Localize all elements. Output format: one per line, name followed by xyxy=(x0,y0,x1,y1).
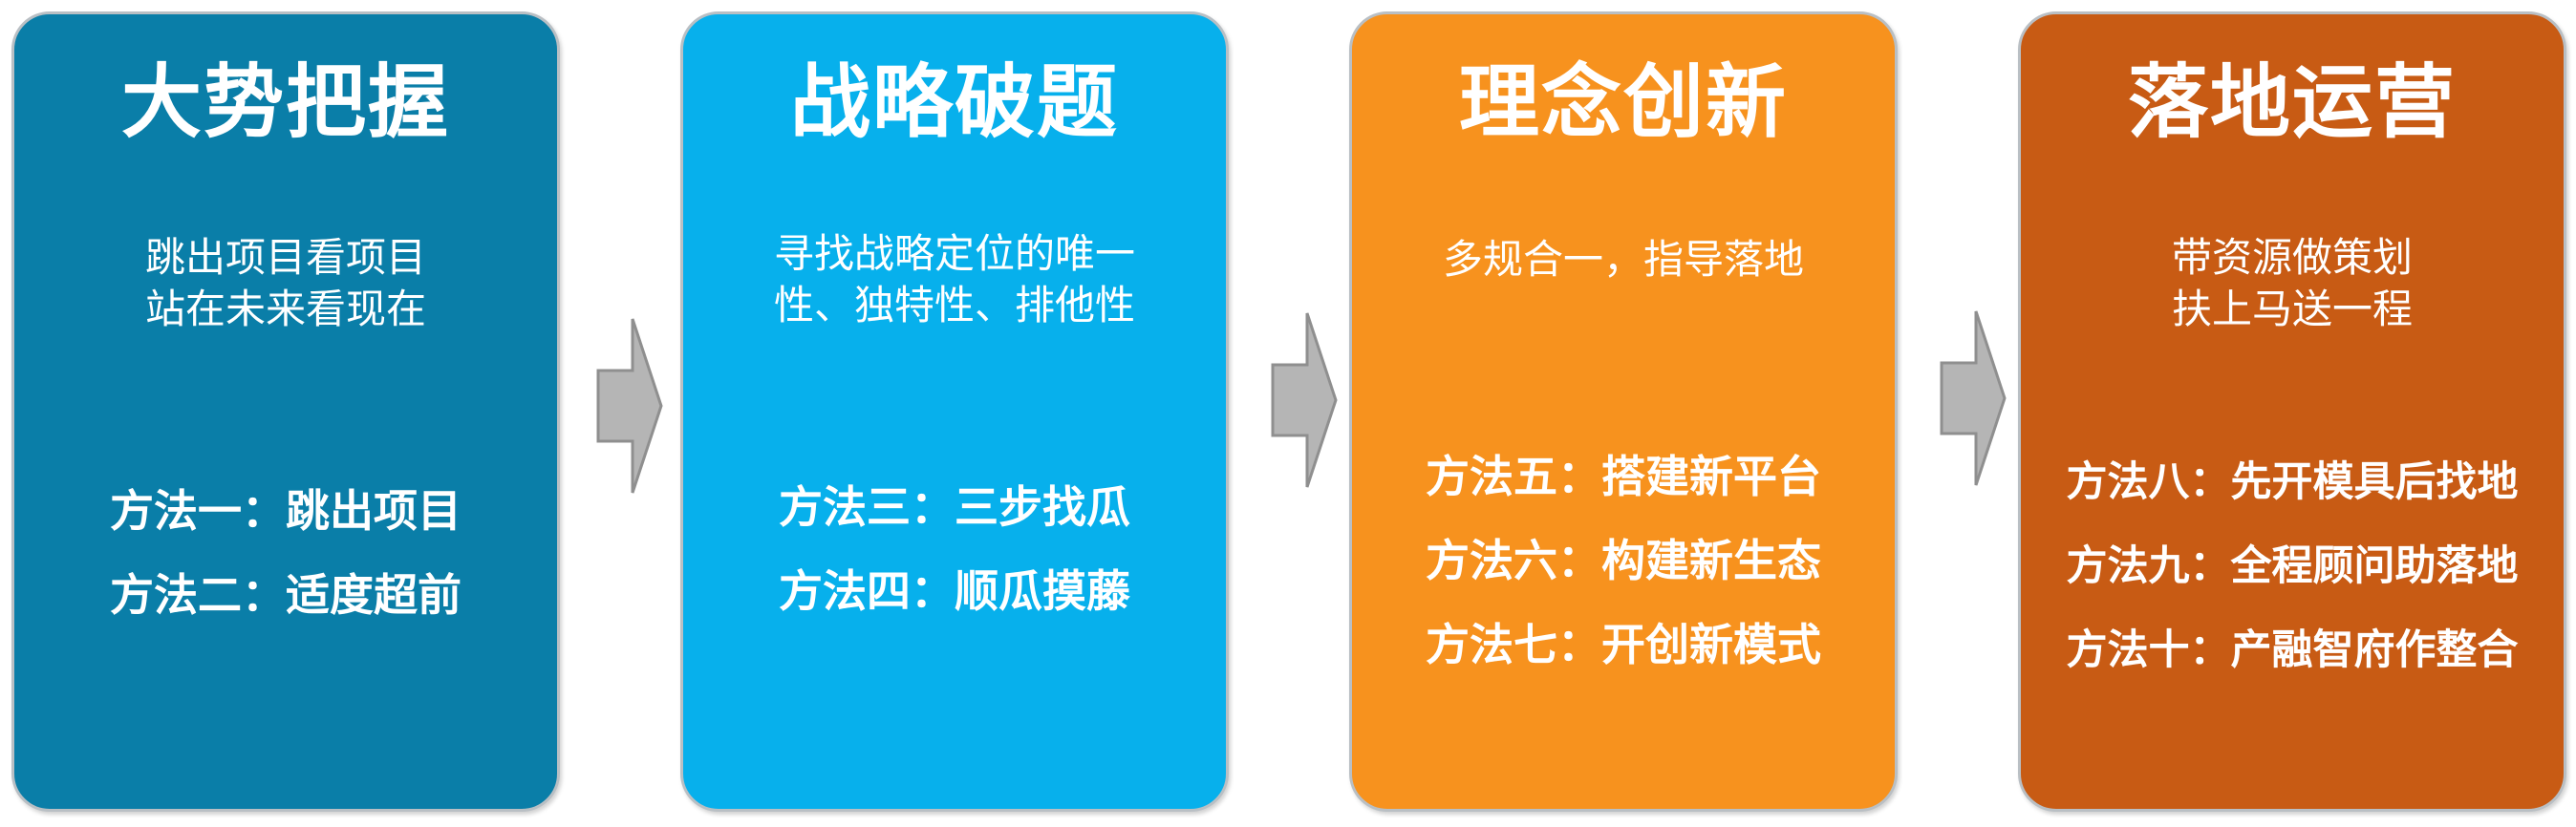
stage-card-1: 大势把握 跳出项目看项目 站在未来看现在 方法一：跳出项目 方法二：适度超前 xyxy=(11,11,560,812)
method-item: 方法四：顺瓜摸藤 xyxy=(779,565,1130,617)
method-list: 方法一：跳出项目 方法二：适度超前 xyxy=(14,469,557,637)
method-item: 方法二：适度超前 xyxy=(110,569,462,621)
stage-subtitle-line: 多规合一，指导落地 xyxy=(1442,236,1804,283)
stage-subtitle: 寻找战略定位的唯一 性、独特性、排他性 xyxy=(702,228,1207,331)
method-item: 方法九：全程顾问助落地 xyxy=(2066,542,2519,590)
method-item: 方法十：产融智府作整合 xyxy=(2066,626,2519,674)
method-item: 方法七：开创新模式 xyxy=(1426,619,1821,670)
method-item: 方法八：先开模具后找地 xyxy=(2066,458,2519,506)
chevron-right-arrow-icon xyxy=(596,318,663,494)
stage-subtitle-line: 性、独特性、排他性 xyxy=(773,282,1135,329)
stage-subtitle-line: 带资源做策划 xyxy=(2171,234,2413,281)
stage-subtitle: 多规合一，指导落地 xyxy=(1371,234,1876,286)
method-item: 方法六：构建新生态 xyxy=(1426,535,1821,586)
method-item: 方法三：三步找瓜 xyxy=(779,481,1130,533)
stage-card-2: 战略破题 寻找战略定位的唯一 性、独特性、排他性 方法三：三步找瓜 方法四：顺瓜… xyxy=(680,11,1229,812)
stage-subtitle-line: 站在未来看现在 xyxy=(144,286,426,332)
stage-subtitle-line: 扶上马送一程 xyxy=(2171,286,2413,332)
stage-subtitle-line: 跳出项目看项目 xyxy=(144,234,426,281)
stage-subtitle: 带资源做策划 扶上马送一程 xyxy=(2040,232,2544,335)
stage-title: 战略破题 xyxy=(789,55,1119,149)
stage-title: 落地运营 xyxy=(2127,55,2457,149)
method-item: 方法五：搭建新平台 xyxy=(1426,451,1821,502)
stage-subtitle-line: 寻找战略定位的唯一 xyxy=(773,230,1135,277)
chevron-right-arrow-icon xyxy=(1940,310,2007,486)
stage-subtitle: 跳出项目看项目 站在未来看现在 xyxy=(33,232,538,335)
stage-card-3: 理念创新 多规合一，指导落地 方法五：搭建新平台 方法六：构建新生态 方法七：开… xyxy=(1349,11,1898,812)
method-list: 方法五：搭建新平台 方法六：构建新生态 方法七：开创新模式 xyxy=(1352,435,1895,687)
method-list: 方法三：三步找瓜 方法四：顺瓜摸藤 xyxy=(683,465,1226,633)
chevron-right-arrow-icon xyxy=(1271,312,1338,488)
method-list: 方法八：先开模具后找地 方法九：全程顾问助落地 方法十：产融智府作整合 xyxy=(2021,440,2564,692)
stage-title: 大势把握 xyxy=(120,55,450,149)
stage-title: 理念创新 xyxy=(1458,55,1788,149)
method-item: 方法一：跳出项目 xyxy=(110,485,462,537)
stage-card-4: 落地运营 带资源做策划 扶上马送一程 方法八：先开模具后找地 方法九：全程顾问助… xyxy=(2018,11,2566,812)
